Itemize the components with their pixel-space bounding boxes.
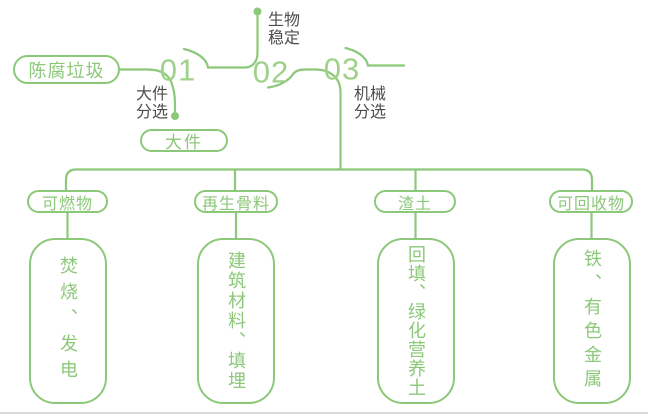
- output-box-backfill: 回填、绿化营养土: [377, 238, 455, 404]
- step-number-01: 01: [159, 52, 197, 88]
- step-label-line: 分选: [354, 104, 387, 121]
- branch-pill-label: 再生骨料: [201, 195, 270, 213]
- output-box-text: 铁、有色金属: [582, 249, 602, 393]
- output-box-text: 焚烧、发电: [58, 256, 78, 386]
- output-box-metals: 铁、有色金属: [553, 238, 631, 404]
- source-pill-label: 陈腐垃圾: [28, 60, 105, 81]
- step-number-02: 02: [252, 54, 290, 90]
- branch-pill-label: 渣土: [397, 195, 432, 213]
- bulky-pill: 大件: [140, 129, 228, 152]
- flow-line-01-to-02: [182, 14, 259, 69]
- step-label-line: 大件: [135, 86, 168, 103]
- bulky-node-dot: [171, 112, 179, 120]
- branch-pill-recyclables: 可回收物: [549, 190, 633, 213]
- branch-pill-label: 可燃物: [41, 195, 93, 213]
- step-number-03: 03: [323, 51, 361, 87]
- branch-pill-slag-soil: 渣土: [374, 190, 456, 213]
- step-label-line: 稳定: [268, 30, 301, 47]
- source-pill: 陈腐垃圾: [13, 55, 120, 84]
- step-label-bio-stabilization: 生物 稳定: [268, 12, 300, 48]
- branch-pill-label: 可回收物: [556, 195, 625, 213]
- output-box-incineration: 焚烧、发电: [29, 238, 107, 404]
- step-label-mechanical-sorting: 机械 分选: [354, 86, 386, 122]
- output-box-text: 回填、绿化营养土: [406, 245, 426, 397]
- step-label-line: 分选: [135, 104, 168, 121]
- flow-line-source-to-bulky: [118, 68, 177, 113]
- step-label-line: 机械: [354, 86, 387, 103]
- bio-node-dot: [253, 7, 262, 16]
- output-box-building-materials: 建筑材料、填埋: [197, 238, 275, 404]
- bottom-divider-line: [0, 412, 648, 414]
- step-label-bulky-sorting: 大件 分选: [132, 86, 168, 122]
- step-label-line: 生物: [268, 12, 301, 29]
- flow-line-02-to-branches: [266, 68, 342, 171]
- bulky-pill-label: 大件: [165, 133, 203, 152]
- branch-pill-combustibles: 可燃物: [27, 190, 108, 213]
- branch-bus-line: [64, 168, 594, 192]
- flow-line-03-out: [344, 46, 406, 67]
- branch-pill-recycled-aggregate: 再生骨料: [194, 190, 278, 213]
- output-box-text: 建筑材料、填埋: [226, 251, 246, 391]
